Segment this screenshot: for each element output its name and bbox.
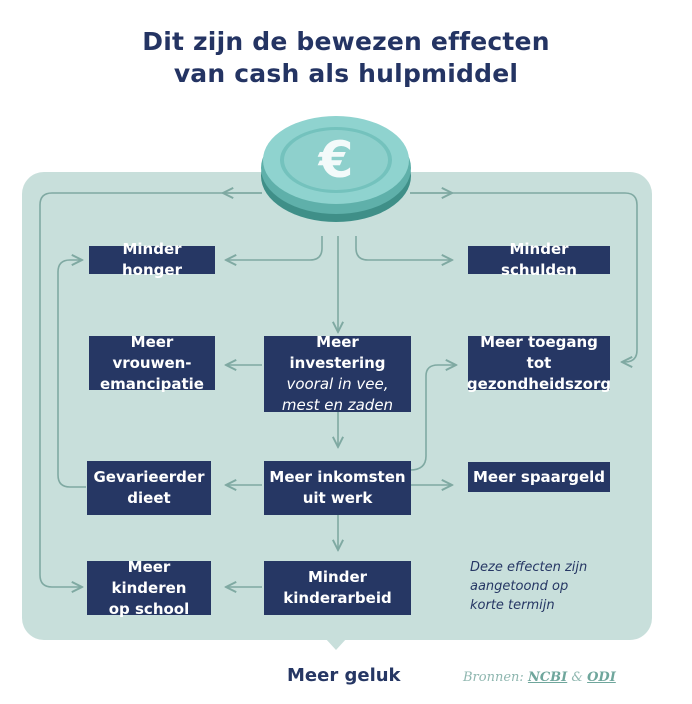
sources-ampersand: & xyxy=(571,670,583,685)
footer-meer-geluk: Meer geluk xyxy=(287,665,401,686)
euro-symbol: € xyxy=(318,131,354,189)
box-meer-spaargeld: Meer spaargeld xyxy=(468,462,610,492)
box-toegang-gezondheidszorg: Meer toegang tot gezondheidszorg xyxy=(466,332,612,393)
source-link-odi[interactable]: ODI xyxy=(587,670,616,685)
sources: Bronnen: NCBI & ODI xyxy=(463,670,616,685)
box-minder-kinderarbeid: Minder kinderarbeid xyxy=(264,561,411,615)
box-meer-kinderen-op-school: Meer kinderen op school xyxy=(87,558,211,618)
sources-label: Bronnen: xyxy=(463,670,524,685)
arrow-dieet-to-honger xyxy=(57,260,86,488)
box-minder-honger: Minder honger xyxy=(89,240,215,279)
arrow-coin-to-schulden xyxy=(355,236,452,260)
panel-pointer xyxy=(325,638,347,650)
box-meer-inkomsten: Meer inkomsten uit werk xyxy=(264,461,411,515)
source-link-ncbi[interactable]: NCBI xyxy=(527,670,568,685)
box-meer-investering: Meer investering vooral in vee, mest en … xyxy=(264,333,411,414)
arrow-left-loop-to-kinderen xyxy=(39,192,262,587)
box-gevarieerder-dieet: Gevarieerder dieet xyxy=(87,461,211,515)
arrow-right-loop-to-toegang xyxy=(410,192,638,362)
title-line-1: Dit zijn de bewezen effecten xyxy=(142,27,550,56)
euro-coin-icon xyxy=(261,116,411,222)
title-line-2: van cash als hulpmiddel xyxy=(173,59,519,88)
arrow-coin-to-honger xyxy=(226,236,323,260)
box-minder-schulden: Minder schulden xyxy=(468,240,610,279)
arrow-inkomsten-to-toegang xyxy=(409,365,456,471)
short-term-note: Deze effecten zijn aangetoond op korte t… xyxy=(470,560,588,613)
box-vrouwen-emancipatie: Meer vrouwen- emancipatie xyxy=(89,333,215,393)
